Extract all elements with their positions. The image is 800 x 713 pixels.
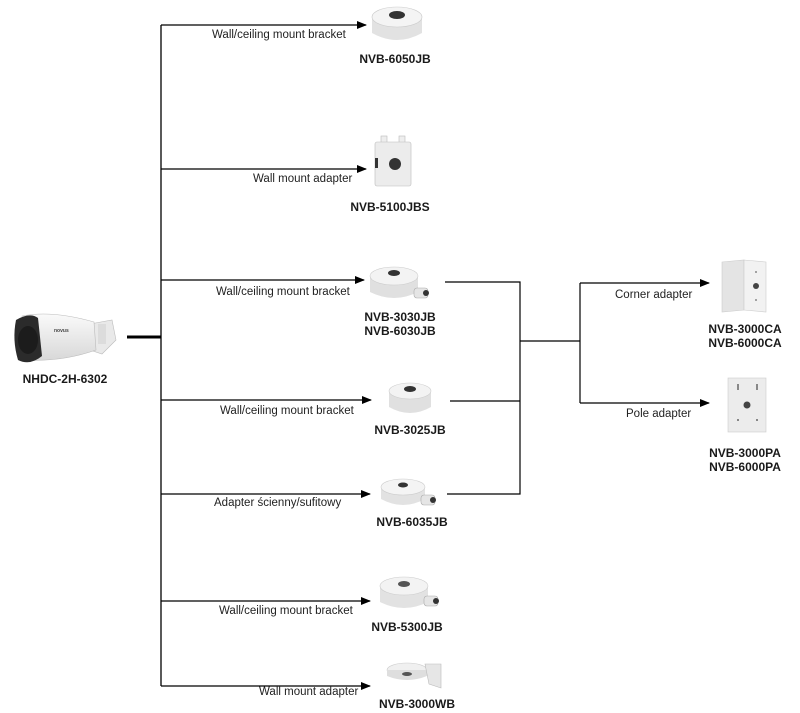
junction-box-gland-icon [379, 576, 439, 608]
wall-bracket-icon [386, 662, 442, 689]
product-code: NVB-6030JB [364, 324, 436, 338]
corner-adapter-icon [721, 259, 767, 313]
branch-label-3: Wall/ceiling mount bracket [216, 286, 350, 298]
product-code: NVB-6000CA [708, 336, 782, 350]
branch-label-1: Wall/ceiling mount bracket [212, 29, 346, 41]
product-code: NVB-6035JB [376, 515, 448, 529]
branch-label-2: Wall mount adapter [253, 173, 353, 185]
branch-label-4: Wall/ceiling mount bracket [220, 405, 354, 417]
camera-model-label: NHDC-2H-6302 [22, 372, 108, 386]
product-code: NVB-3000CA [708, 322, 782, 336]
junction-box-gland-icon [369, 266, 429, 299]
pole-adapter-icon [727, 377, 767, 433]
product-code: NVB-6000PA [709, 460, 781, 474]
product-code: NVB-3025JB [374, 423, 446, 437]
merge-line-3030jb [445, 281, 521, 401]
product-code: NVB-3000WB [378, 697, 456, 711]
svg-text:novus: novus [54, 328, 69, 334]
branch-label-7: Wall mount adapter [259, 686, 359, 698]
junction-box-gland-icon [380, 478, 436, 506]
secondary-label-2: Pole adapter [626, 408, 692, 420]
merge-line-6035jb [447, 401, 521, 495]
product-code: NVB-6050JB [359, 52, 431, 66]
junction-box-square-icon [374, 135, 412, 187]
product-code: NVB-5100JBS [350, 200, 430, 214]
product-code: NVB-5300JB [371, 620, 443, 634]
junction-box-round-icon [388, 382, 432, 413]
branch-label-5: Adapter ścienny/sufitowy [214, 497, 342, 509]
junction-box-round-icon [371, 6, 423, 40]
product-code: NVB-3000PA [709, 446, 781, 460]
bullet-camera-icon: novus [14, 313, 117, 363]
secondary-label-1: Corner adapter [615, 289, 693, 301]
branch-label-6: Wall/ceiling mount bracket [219, 605, 353, 617]
product-code: NVB-3030JB [364, 310, 436, 324]
